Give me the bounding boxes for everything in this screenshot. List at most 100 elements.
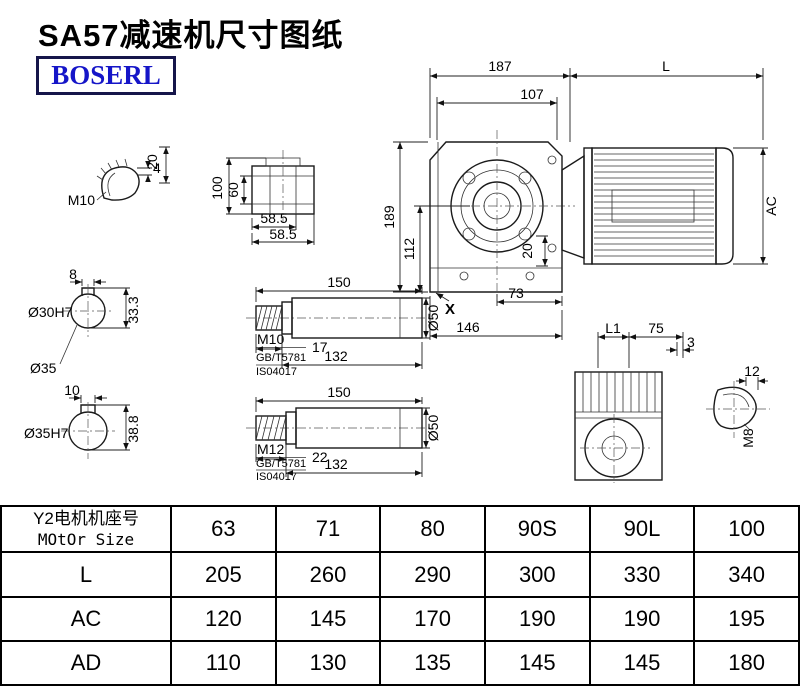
dim-132b-label: 132 [324, 456, 348, 472]
motor-flange [583, 147, 593, 265]
size-cell: 90S [483, 505, 591, 553]
dim-189-label: 189 [381, 205, 397, 229]
value-cell: 135 [379, 640, 486, 686]
shaft-end-centerlines [706, 381, 770, 438]
value-cell: 205 [170, 551, 277, 598]
value-cell: 130 [274, 640, 382, 686]
dim-60-ext [240, 175, 252, 205]
value-cell: 120 [170, 596, 277, 642]
value-cell: 180 [693, 640, 800, 686]
gearbox-housing-lines [430, 142, 562, 292]
shaft1-thread-label: M10 [257, 331, 284, 347]
dim-388-ext [90, 404, 130, 451]
bore-section-1: 8 Ø30H7 33.3 Ø35 [28, 266, 141, 376]
dim-m8-label: M8 [740, 428, 756, 448]
dim-20b-label: 20 [144, 154, 160, 170]
size-cell: 80 [379, 505, 486, 553]
bore1-dia-label: Ø30H7 [28, 304, 73, 320]
motor-size-header-en: MOtOr Size [37, 529, 135, 549]
dim-20-ext [536, 235, 548, 267]
flange-bolt-holes [459, 155, 557, 281]
dim-3-label: 3 [687, 334, 695, 350]
bore1-centerlines [63, 284, 113, 337]
shaft2-thread-stub [255, 415, 287, 441]
dim-388-label: 38.8 [125, 415, 141, 442]
marker-x-label: X [445, 301, 455, 318]
value-cell: 170 [379, 596, 486, 642]
side-body [574, 371, 663, 481]
dim-10-label: 10 [64, 382, 80, 398]
bore2-centerlines [61, 402, 115, 459]
table-row-sizes: Y2电机机座号 MOtOr Size 63 71 80 90S 90L 100 [0, 505, 800, 553]
gearbox-housing [429, 141, 563, 293]
table-row-AD: AD 110 130 135 145 145 180 [0, 640, 800, 686]
dim-107-label: 107 [520, 86, 544, 102]
flange-top-view: 100 60 58.5 58.5 [209, 150, 315, 245]
side-divider [575, 411, 662, 419]
dim-187-label: 187 [488, 58, 512, 74]
shaft-end-inner-arc [722, 393, 750, 408]
dim-150a-label: 150 [327, 274, 351, 290]
row-label-L: L [0, 551, 172, 598]
shaft2-std1-label: GB/T5781 [256, 458, 306, 470]
dim-60-label: 60 [225, 182, 241, 198]
motor-size-table: Y2电机机座号 MOtOr Size 63 71 80 90S 90L 100 … [0, 505, 800, 686]
dim-73-label: 73 [508, 285, 524, 301]
table-row-AC: AC 120 145 170 190 190 195 [0, 596, 800, 642]
shaft1-std2-label: IS04017 [256, 366, 297, 378]
motor-adapter [561, 154, 585, 259]
size-cell: 100 [693, 505, 800, 553]
dome-hatch [96, 158, 128, 181]
shaft2-thread-label: M12 [257, 441, 284, 457]
brand-logo: BOSERL [36, 56, 176, 95]
top-extension-lines [429, 68, 764, 142]
motor-size-header-cell: Y2电机机座号 MOtOr Size [0, 505, 172, 553]
table-row-L: L 205 260 290 300 330 340 [0, 551, 800, 598]
dim-10-ext [80, 395, 96, 403]
value-cell: 145 [588, 640, 696, 686]
dim-12-label: 12 [744, 363, 760, 379]
shaft1-thread-hatch [255, 305, 283, 331]
bore1-od-label: Ø35 [30, 360, 57, 376]
value-cell: 340 [693, 551, 800, 598]
value-cell: 190 [588, 596, 696, 642]
motor-body [591, 147, 717, 265]
shaft1-thread-stub [255, 305, 283, 331]
dim-22-label: 22 [312, 449, 328, 465]
technical-drawing: 187 L 107 189 112 20 X 73 146 AC M10 [24, 58, 779, 483]
side-rear-view: L1 75 3 12 M8 [574, 320, 770, 483]
motor-nameplate [611, 189, 695, 223]
dim-75-label: 75 [648, 320, 664, 336]
dim-l1-label: L1 [605, 320, 621, 336]
dome-inner-arc [107, 172, 116, 197]
dim-150b-label: 150 [327, 384, 351, 400]
value-cell: 330 [588, 551, 696, 598]
row-label-AC: AC [0, 596, 172, 642]
dim-189-ext [393, 141, 428, 293]
dim-132a-label: 132 [324, 348, 348, 364]
bore-section-2: 10 Ø35H7 38.8 [24, 382, 141, 459]
value-cell: 145 [483, 640, 591, 686]
dim-17-label: 17 [312, 339, 328, 355]
shaft-end-dome-detail: M10 4 20 [68, 146, 170, 208]
dim-146-label: 146 [456, 319, 480, 335]
value-cell: 145 [274, 596, 382, 642]
size-cell: 90L [588, 505, 696, 553]
value-cell: 300 [483, 551, 591, 598]
row-label-AD: AD [0, 640, 172, 686]
shaft-drawing-2: 150 M12 GB/T5781 IS04017 22 132 Ø50 [246, 384, 441, 483]
dim-motor-length-label: L [662, 58, 670, 74]
dim-333-ext [90, 287, 130, 329]
dome-outline [101, 166, 140, 201]
dim-3-ext [676, 342, 684, 356]
bore2-dia-label: Ø35H7 [24, 425, 69, 441]
dim-8-label: 8 [69, 266, 77, 282]
dim-4-label: 4 [153, 160, 161, 176]
dim-ac-label: AC [763, 196, 779, 215]
motor-size-header-cn: Y2电机机座号 [33, 508, 139, 528]
motor-endcap [715, 147, 734, 265]
dim-585a-label: 58.5 [260, 210, 287, 226]
dim-73-ext [496, 294, 563, 306]
dim-585b-label: 58.5 [269, 226, 296, 242]
dim-100-label: 100 [209, 176, 225, 200]
